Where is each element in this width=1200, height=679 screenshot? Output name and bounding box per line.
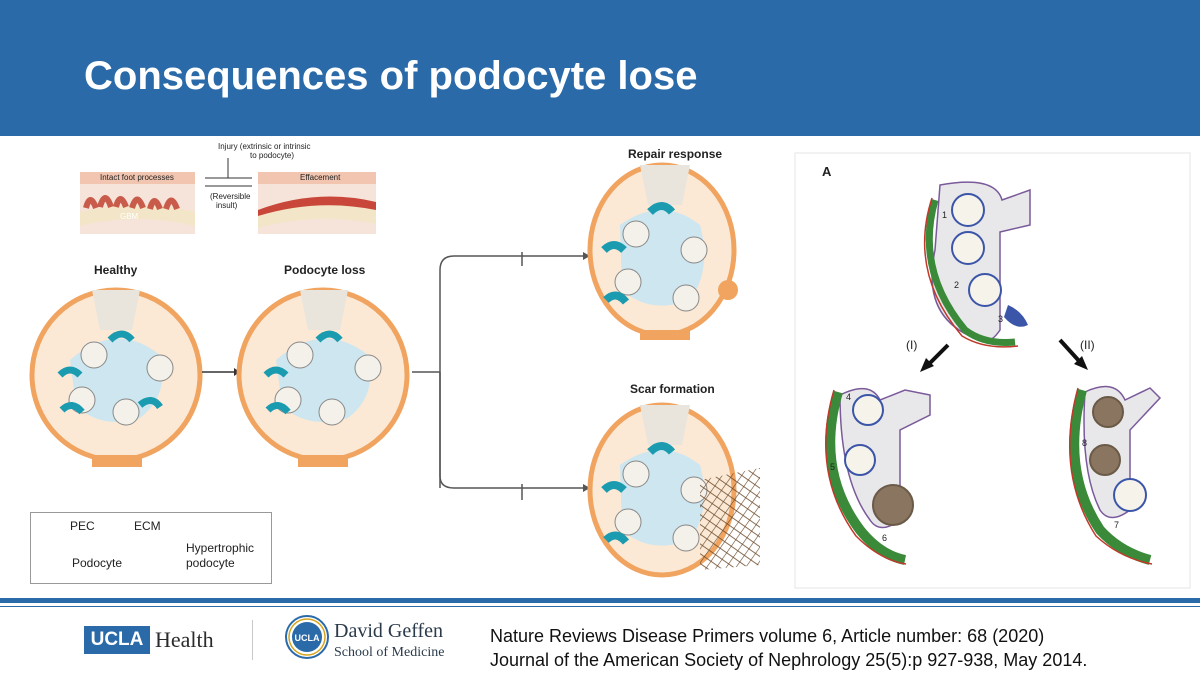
footer (0, 607, 1200, 679)
scar-glomerulus (587, 402, 760, 578)
stage-scar: Scar formation (630, 382, 715, 396)
stage-repair: Repair response (628, 147, 723, 161)
right-figure-left (825, 387, 931, 565)
figure-illustration (29, 152, 1191, 589)
num-6: 6 (882, 533, 888, 543)
reversible-label-2: insult) (216, 201, 238, 210)
num-5: 5 (830, 462, 836, 472)
num-3: 3 (998, 314, 1004, 324)
path-label-ii: (II) (1080, 338, 1095, 352)
reversible-label: (Reversible (210, 192, 251, 201)
podocyte-loss-glomerulus (236, 287, 410, 467)
num-4: 4 (846, 392, 852, 402)
injury-label-2: to podocyte) (250, 151, 295, 160)
citation-2: Journal of the American Society of Nephr… (490, 650, 1088, 670)
intact-label: Intact foot processes (100, 173, 174, 182)
intact-header-bar (80, 172, 195, 184)
footer-rule (0, 598, 1200, 603)
school-name-line1: David Geffen (334, 620, 444, 642)
num-2: 2 (954, 280, 960, 290)
ecm-scar (700, 468, 760, 570)
repair-glomerulus (587, 162, 738, 340)
gbm-label: GBM (120, 212, 139, 221)
ucla-health-wordmark: Health (155, 627, 214, 652)
slide-title: Consequences of podocyte lose (84, 54, 698, 98)
effaced-podocyte (258, 196, 376, 216)
footer-rule-thin (0, 606, 1200, 607)
gbm-band (80, 205, 195, 226)
title-banner: Consequences of podocyte lose (0, 0, 1200, 136)
legend-hypertrophic-1: Hypertrophic (186, 541, 255, 555)
legend-hypertrophic-2: podocyte (186, 556, 235, 570)
num-7: 7 (1114, 520, 1120, 530)
arrowhead-repair (583, 252, 590, 260)
arrowhead-scar (583, 484, 590, 492)
right-figure-right (1069, 385, 1162, 565)
inset-foot-processes (80, 158, 376, 234)
ucla-logo: UCLA (84, 626, 150, 654)
footer-divider (252, 620, 253, 660)
effacement-label: Effacement (300, 173, 341, 182)
healthy-glomerulus (29, 287, 203, 467)
dgsom-seal-icon: UCLA (285, 615, 329, 659)
num-8: 8 (1082, 438, 1088, 448)
injury-label: Injury (extrinsic or intrinsic (218, 142, 311, 151)
num-1: 1 (942, 210, 948, 220)
school-name-line2: School of Medicine (334, 645, 445, 660)
figure-legend (30, 512, 272, 584)
arrow-ii (1058, 338, 1088, 370)
legend-pec: PEC (70, 519, 95, 533)
effacement-header-bar (258, 172, 376, 184)
legend-podocyte: Podocyte (72, 556, 123, 570)
seal-text: UCLA (295, 633, 320, 643)
branch-arrows (412, 252, 583, 500)
right-figure-top (923, 181, 1031, 348)
arrow-i (920, 343, 950, 372)
foot-processes (83, 195, 180, 211)
stage-healthy: Healthy (94, 263, 138, 277)
reversible-arrows (205, 177, 252, 187)
stage-podocyte-loss: Podocyte loss (284, 263, 366, 277)
path-label-i: (I) (906, 338, 918, 352)
panel-label-a: A (822, 164, 832, 179)
legend-ecm: ECM (134, 519, 161, 533)
gbm-band-effaced (258, 204, 376, 228)
citation-1: Nature Reviews Disease Primers volume 6,… (490, 626, 1045, 646)
